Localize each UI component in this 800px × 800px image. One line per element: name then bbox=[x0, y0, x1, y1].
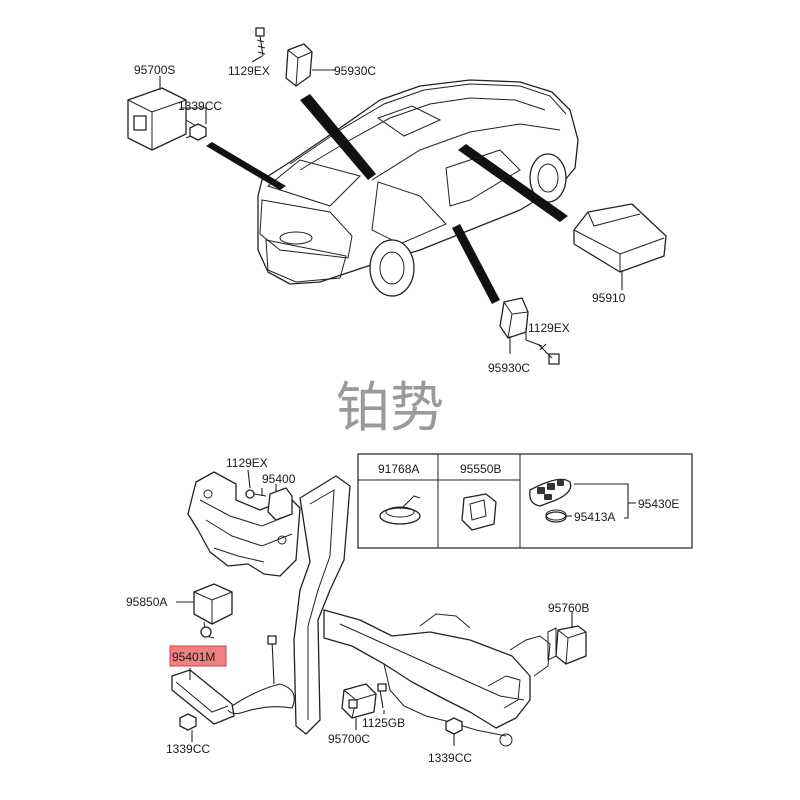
label-95401m: 95401M bbox=[172, 650, 215, 664]
car-illustration bbox=[257, 79, 579, 297]
label-95550b: 95550B bbox=[460, 462, 501, 476]
label-95700c: 95700C bbox=[328, 732, 370, 746]
label-95400: 95400 bbox=[262, 472, 296, 486]
label-95430e: 95430E bbox=[638, 497, 679, 511]
sensor-95930c-top bbox=[255, 27, 313, 87]
part-labels: 95700S 1339CC 1129EX 95930C 95910 1129EX… bbox=[126, 63, 679, 765]
module-95700s bbox=[127, 87, 207, 151]
label-95700s: 95700S bbox=[134, 63, 175, 77]
pointer-arrows bbox=[206, 94, 568, 304]
inset-table bbox=[357, 453, 693, 549]
label-1129ex-mid: 1129EX bbox=[528, 321, 570, 335]
module-95401m bbox=[171, 635, 295, 731]
battery-95413a bbox=[545, 509, 567, 523]
sensor-95930c-mid bbox=[499, 297, 560, 365]
label-95760b: 95760B bbox=[548, 601, 589, 615]
module-95760b bbox=[547, 625, 587, 665]
key-fob-95430e bbox=[529, 478, 572, 507]
label-1339cc-bottom: 1339CC bbox=[428, 751, 472, 765]
highlight-95401m bbox=[169, 645, 227, 667]
module-95400 bbox=[245, 487, 293, 521]
label-91768a: 91768A bbox=[378, 462, 419, 476]
bracket-95550b bbox=[461, 493, 497, 531]
unit-95910 bbox=[573, 203, 667, 273]
label-95910: 95910 bbox=[592, 291, 626, 305]
module-95850a bbox=[193, 583, 233, 639]
module-95700c bbox=[341, 683, 387, 719]
label-1125gb: 1125GB bbox=[362, 716, 405, 730]
dash-crossmember bbox=[187, 471, 551, 747]
label-95413a: 95413A bbox=[574, 510, 615, 524]
label-95850a: 95850A bbox=[126, 595, 167, 609]
leader-lines bbox=[159, 55, 623, 746]
label-1339cc-left: 1339CC bbox=[166, 742, 210, 756]
watermark-text: 铂势 bbox=[336, 376, 444, 439]
clip-91768a bbox=[379, 495, 421, 525]
label-1129ex-top: 1129EX bbox=[228, 64, 270, 78]
label-1129ex-low: 1129EX bbox=[226, 456, 268, 470]
label-1339cc-top: 1339CC bbox=[178, 99, 222, 113]
nut-1339cc-bottom bbox=[445, 717, 463, 735]
label-95930c-top: 95930C bbox=[334, 64, 376, 78]
label-95930c-mid: 95930C bbox=[488, 361, 530, 375]
